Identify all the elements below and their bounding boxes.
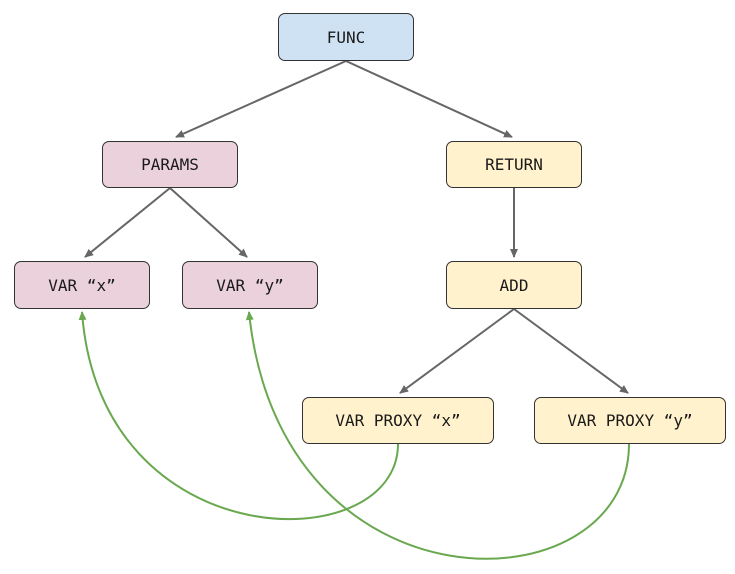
edge-add-proxy-x <box>399 308 515 394</box>
reference-edge-proxy-x-to-var-x <box>78 311 399 520</box>
edge-params-var-y <box>169 187 248 258</box>
add-node: ADD <box>446 261 582 309</box>
var-proxy-x-node: VAR PROXY “x” <box>302 397 494 444</box>
edge-add-proxy-y <box>513 308 629 394</box>
params-node: PARAMS <box>102 141 238 188</box>
var-y-node: VAR “y” <box>182 261 318 309</box>
edge-func-return <box>345 60 513 138</box>
edge-params-var-x <box>84 187 171 258</box>
return-node: RETURN <box>446 141 582 188</box>
edge-func-params <box>175 60 347 138</box>
func-node: FUNC <box>278 13 414 61</box>
reference-edge-proxy-y-to-var-y <box>245 311 630 560</box>
var-x-node: VAR “x” <box>14 261 150 309</box>
var-proxy-y-node: VAR PROXY “y” <box>534 397 726 444</box>
